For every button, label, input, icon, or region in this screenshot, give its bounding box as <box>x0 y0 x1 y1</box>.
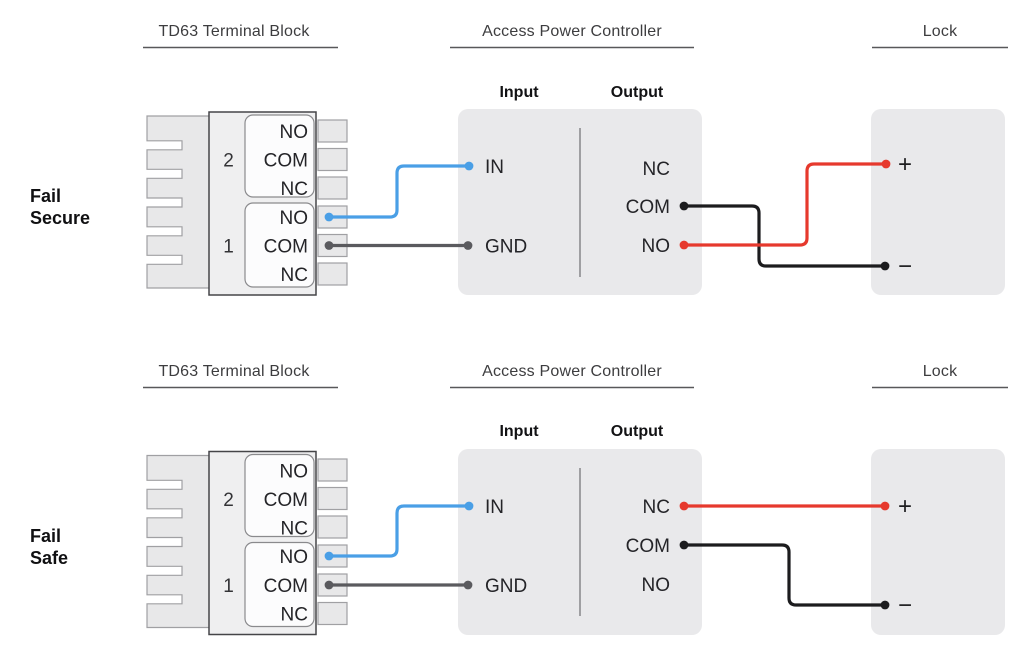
pin-group2-no: NO <box>280 462 309 483</box>
pin-com: COM <box>626 197 670 218</box>
input-header: Input <box>499 423 539 440</box>
dot-controller-no <box>679 240 689 250</box>
lock: + − <box>871 449 1005 635</box>
pin-group1-nc: NC <box>281 265 308 286</box>
terminal-tab <box>317 119 348 143</box>
terminal-block: 2 1 NO COM NC NO COM NC <box>146 111 348 296</box>
terminal-tab <box>317 515 348 539</box>
dot-lock-minus <box>880 600 890 610</box>
terminal-group-1 <box>244 541 315 628</box>
wire-no-to-plus <box>684 162 886 247</box>
pin-gnd: GND <box>485 576 527 597</box>
pin-group2-com: COM <box>264 151 308 172</box>
terminal-tab <box>317 262 348 286</box>
pin-in: IN <box>485 497 504 518</box>
input-header: Input <box>499 84 539 101</box>
terminal-tab <box>317 486 348 511</box>
pin-no: NO <box>642 575 671 596</box>
group-2-number: 2 <box>223 490 234 511</box>
terminal-comb <box>146 454 211 629</box>
group-1-number: 1 <box>223 576 234 597</box>
pin-group1-no: NO <box>280 547 309 568</box>
terminal-tab <box>317 147 348 172</box>
terminal-tab <box>317 601 348 626</box>
section-label-line1: Fail <box>30 526 61 546</box>
pin-group1-com: COM <box>264 576 308 597</box>
pin-no: NO <box>642 236 671 257</box>
section-fail-safe: TD63 Terminal Block Access Power Control… <box>30 363 1008 636</box>
group-1-number: 1 <box>223 237 234 258</box>
terminal-group-2 <box>244 114 315 198</box>
dot-controller-in <box>464 501 474 511</box>
section-fail-secure: TD63 Terminal Block Access Power Control… <box>30 23 1008 296</box>
dot-controller-in <box>464 161 474 171</box>
controller-header: Access Power Controller <box>482 363 662 380</box>
lock-header: Lock <box>923 363 958 380</box>
lock-header: Lock <box>923 23 958 40</box>
terminal-block-header: TD63 Terminal Block <box>158 363 310 380</box>
lock: + − <box>871 109 1005 295</box>
pin-group2-nc: NC <box>281 519 308 540</box>
pin-nc: NC <box>643 159 670 180</box>
access-power-controller: Input Output IN GND NC COM NO <box>458 423 702 635</box>
dot-controller-gnd <box>463 241 473 250</box>
terminal-group-1 <box>244 202 315 288</box>
pin-group2-com: COM <box>264 490 308 511</box>
lock-panel <box>871 109 1005 295</box>
dot-terminal-no <box>324 212 334 222</box>
output-header: Output <box>611 84 664 101</box>
wire-no-to-in <box>329 164 469 219</box>
dot-lock-plus <box>880 501 890 511</box>
pin-in: IN <box>485 157 504 178</box>
dot-lock-plus <box>881 159 891 169</box>
wire-com-to-minus <box>684 204 885 268</box>
pin-group1-com: COM <box>264 237 308 258</box>
lock-panel <box>871 449 1005 635</box>
dot-controller-nc <box>679 501 689 511</box>
lock-negative-terminal: − <box>898 253 912 280</box>
pin-nc: NC <box>643 497 670 518</box>
terminal-block: 2 1 NO COM NC NO COM NC <box>146 450 348 636</box>
section-label-line1: Fail <box>30 186 61 206</box>
dot-terminal-com <box>324 580 334 590</box>
terminal-group-2 <box>244 453 315 538</box>
dot-terminal-com <box>324 241 334 250</box>
pin-group2-no: NO <box>280 122 309 143</box>
pin-group2-nc: NC <box>281 179 308 200</box>
access-power-controller: Input Output IN GND NC COM NO <box>458 84 702 295</box>
section-label-line2: Secure <box>30 208 90 228</box>
pin-group1-nc: NC <box>281 605 308 626</box>
terminal-comb <box>146 115 211 289</box>
terminal-tab <box>317 176 348 200</box>
terminal-block-header: TD63 Terminal Block <box>158 23 310 40</box>
pin-com: COM <box>626 536 670 557</box>
dot-controller-com <box>679 540 689 550</box>
group-2-number: 2 <box>223 151 234 172</box>
lock-negative-terminal: − <box>898 592 912 619</box>
dot-controller-gnd <box>463 580 473 590</box>
wire-com-to-minus <box>684 543 885 607</box>
controller-header: Access Power Controller <box>482 23 662 40</box>
section-label-line2: Safe <box>30 548 68 568</box>
dot-terminal-no <box>324 551 334 561</box>
lock-positive-terminal: + <box>898 493 912 520</box>
terminal-tab <box>317 458 348 482</box>
dot-lock-minus <box>880 261 890 271</box>
output-header: Output <box>611 423 664 440</box>
lock-positive-terminal: + <box>898 151 912 178</box>
pin-gnd: GND <box>485 237 527 258</box>
wire-no-to-in <box>329 504 469 558</box>
pin-group1-no: NO <box>280 208 309 229</box>
dot-controller-com <box>679 201 689 211</box>
